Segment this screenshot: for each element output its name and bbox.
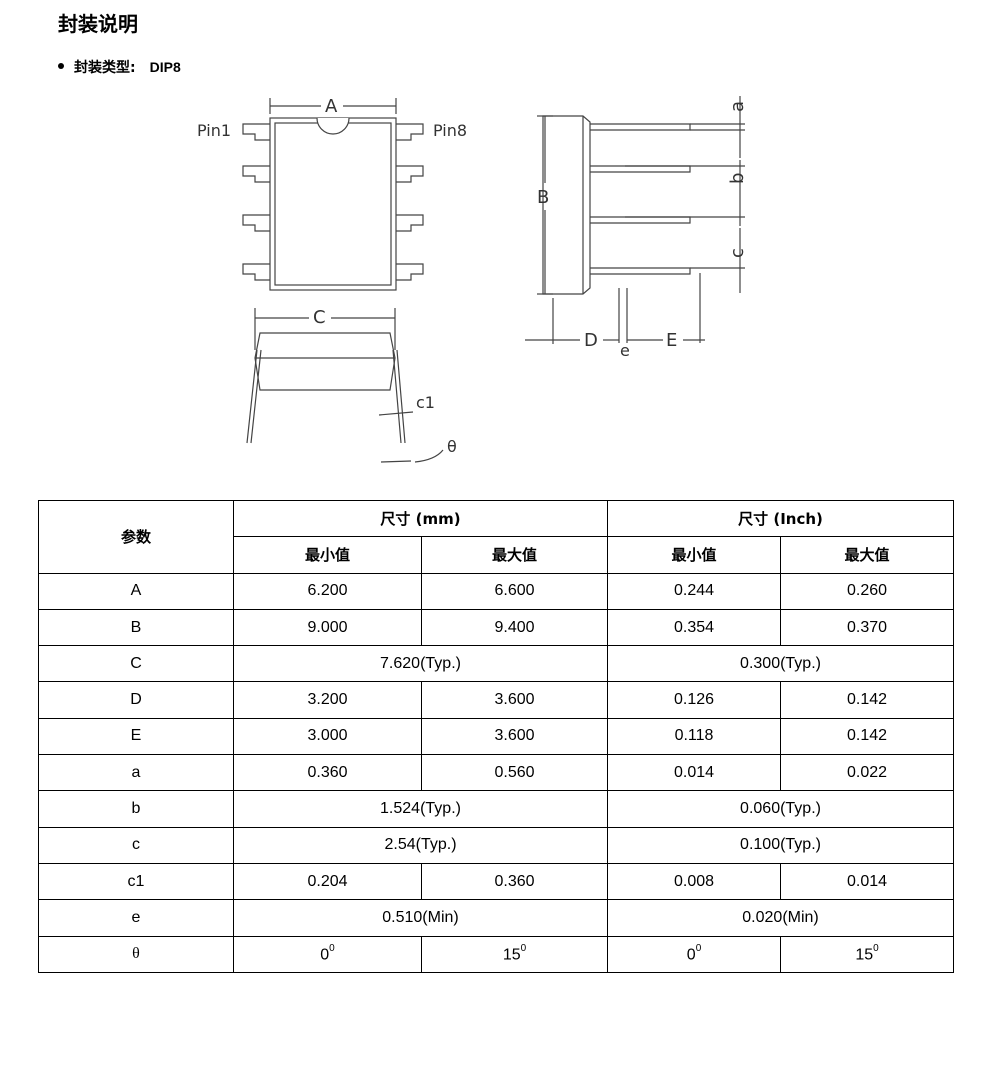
page-title: 封装说明 <box>58 12 138 36</box>
side-view-pins <box>590 123 691 275</box>
table-cell-in: 0.060(Typ.) <box>607 790 955 828</box>
table-cell-param: c1 <box>38 862 234 901</box>
table-cell-param: a <box>38 754 234 792</box>
right-pins <box>396 123 424 281</box>
header-inch-max: 最大值 <box>780 536 955 574</box>
table-cell-in_max: 0.142 <box>780 681 955 719</box>
table-cell-mm_min: 00 <box>233 935 422 973</box>
front-view-body <box>254 332 396 391</box>
header-inch: 尺寸 (Inch) <box>607 499 955 538</box>
table-cell-mm_max: 0.560 <box>420 754 609 792</box>
label-pin1: Pin1 <box>197 121 231 140</box>
label-C: C <box>313 307 326 328</box>
table-cell-mm_max: 150 <box>420 935 609 973</box>
table-cell-in_min: 0.118 <box>607 717 782 756</box>
table-cell-in_min: 0.354 <box>607 608 782 647</box>
table-cell-in_max: 0.260 <box>780 572 955 610</box>
table-cell-mm: 2.54(Typ.) <box>232 826 609 864</box>
package-type: 封装类型: DIP8 <box>58 57 181 77</box>
header-mm: 尺寸 (mm) <box>232 499 609 538</box>
superscript-degree: 0 <box>520 942 527 954</box>
table-cell-in_min: 0.126 <box>607 681 782 719</box>
table-cell-mm_min: 9.000 <box>233 608 422 647</box>
table-cell-mm_min: 0.204 <box>233 862 422 901</box>
table-cell-param: θ <box>38 935 234 973</box>
pin1-notch <box>316 117 350 135</box>
table-cell-param: b <box>38 790 234 828</box>
table-cell-mm: 0.510(Min) <box>232 899 609 937</box>
header-inch-min: 最小值 <box>607 536 782 574</box>
label-a: a <box>727 101 748 112</box>
table-cell-mm_max: 9.400 <box>420 608 609 647</box>
label-E: E <box>666 330 677 351</box>
table-cell-param: C <box>38 645 234 683</box>
header-mm-min: 最小值 <box>233 536 422 574</box>
table-cell-in_max: 0.142 <box>780 717 955 756</box>
table-cell-in_min: 00 <box>607 935 782 973</box>
label-c: c <box>727 248 748 258</box>
label-pin8: Pin8 <box>433 121 467 140</box>
table-cell-in: 0.100(Typ.) <box>607 826 955 864</box>
label-D: D <box>584 330 598 351</box>
table-cell-param: c <box>38 826 234 864</box>
package-drawing: A Pin1 Pin8 C c1 θ B D e E a b c <box>197 96 748 463</box>
superscript-degree: 0 <box>873 942 879 954</box>
left-pins <box>242 123 270 281</box>
front-view-legs <box>246 349 406 444</box>
label-B: B <box>537 187 549 208</box>
label-theta: θ <box>447 437 457 456</box>
table-cell-param: E <box>38 717 234 756</box>
table-cell-in_min: 0.244 <box>607 572 782 610</box>
table-cell-mm_min: 6.200 <box>233 572 422 610</box>
header-mm-max: 最大值 <box>420 536 609 574</box>
table-cell-in: 0.020(Min) <box>607 899 955 937</box>
table-cell-mm_max: 3.600 <box>420 717 609 756</box>
table-cell-mm_max: 6.600 <box>420 572 609 610</box>
table-cell-in_max: 0.370 <box>780 608 955 647</box>
label-c1: c1 <box>416 393 435 412</box>
package-label: 封装类型: <box>74 60 136 76</box>
table-cell-mm_min: 0.360 <box>233 754 422 792</box>
table-cell-in_min: 0.014 <box>607 754 782 792</box>
table-cell-mm_max: 0.360 <box>420 862 609 901</box>
table-cell-in_max: 0.022 <box>780 754 955 792</box>
table-cell-mm_min: 3.200 <box>233 681 422 719</box>
bullet-icon <box>58 63 64 69</box>
table-cell-mm: 7.620(Typ.) <box>232 645 609 683</box>
table-cell-mm_min: 3.000 <box>233 717 422 756</box>
table-cell-param: B <box>38 608 234 647</box>
table-cell-param: A <box>38 572 234 610</box>
table-cell-mm: 1.524(Typ.) <box>232 790 609 828</box>
package-value: DIP8 <box>149 59 181 75</box>
table-cell-param: D <box>38 681 234 719</box>
header-param: 参数 <box>38 500 234 574</box>
table-cell-in_min: 0.008 <box>607 862 782 901</box>
table-cell-in_max: 0.014 <box>780 862 955 901</box>
table-cell-in: 0.300(Typ.) <box>607 645 955 683</box>
label-b: b <box>727 173 748 184</box>
top-view-body <box>269 117 397 291</box>
label-e: e <box>620 341 630 360</box>
label-A: A <box>325 96 338 117</box>
superscript-degree: 0 <box>329 942 335 954</box>
table-cell-in_max: 150 <box>780 935 955 973</box>
table-cell-param: e <box>38 899 234 937</box>
superscript-degree: 0 <box>695 942 702 954</box>
table-cell-mm_max: 3.600 <box>420 681 609 719</box>
